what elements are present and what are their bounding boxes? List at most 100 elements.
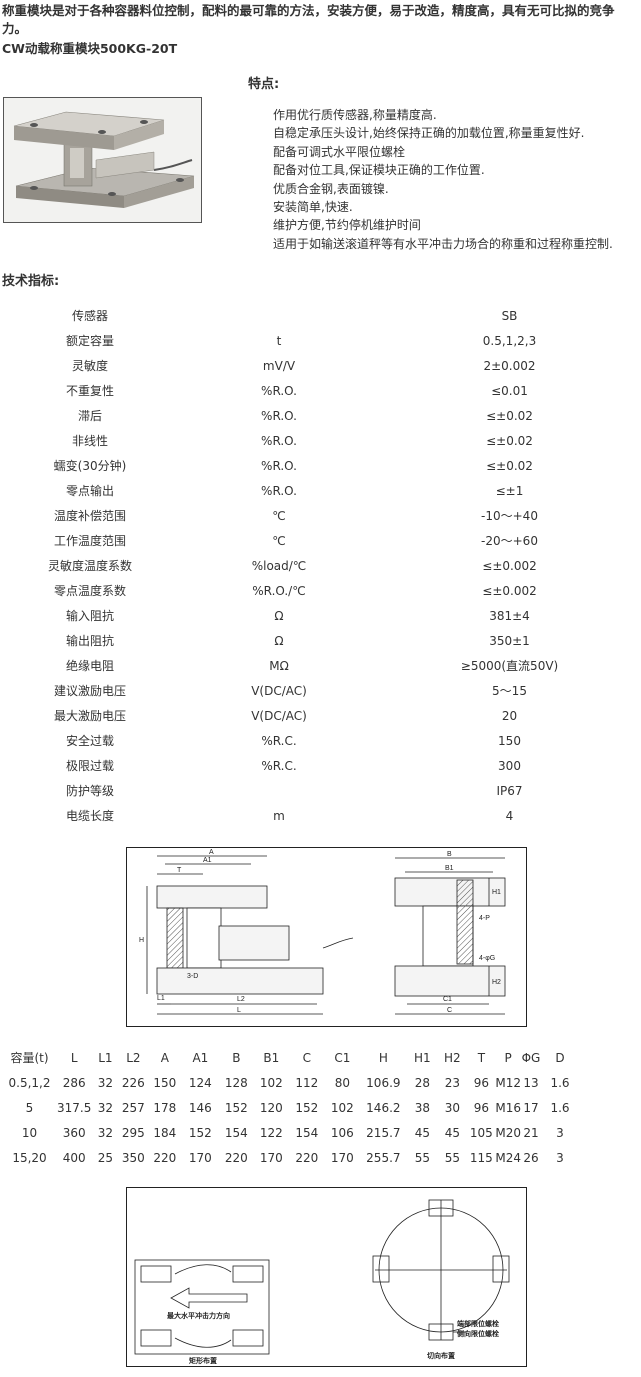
- spec-name: 极限过载: [65, 759, 114, 773]
- feature-item: 配备对位工具,保证模块正确的工作位置.: [273, 163, 485, 178]
- table-cell: 400: [62, 1150, 86, 1165]
- table-cell: 25: [97, 1150, 113, 1165]
- table-cell: 170: [330, 1150, 354, 1165]
- spec-name: 最大激励电压: [53, 709, 126, 723]
- product-photo: [3, 97, 202, 223]
- table-cell: M20: [495, 1125, 521, 1140]
- layout-caption: 切向布置: [427, 1351, 455, 1360]
- table-cell: 96: [473, 1075, 489, 1090]
- table-cell: 120: [259, 1100, 283, 1115]
- table-cell: 96: [473, 1100, 489, 1115]
- feature-item: 配备可调式水平限位螺栓: [273, 144, 406, 159]
- column-header: T: [477, 1050, 486, 1065]
- feature-item: 维护方便,节约停机维护时间: [273, 218, 421, 233]
- spec-value: -10～+40: [481, 509, 538, 523]
- dim-label: A: [209, 849, 214, 856]
- table-cell: 30: [444, 1100, 460, 1115]
- table-cell: 55: [414, 1150, 430, 1165]
- table-cell: 26: [523, 1150, 539, 1165]
- table-row: 工作温度范围℃-20～+60: [10, 528, 631, 553]
- column-header: A1: [192, 1050, 209, 1065]
- table-cell: 32: [97, 1125, 113, 1140]
- column-header: P: [504, 1050, 512, 1065]
- spec-unit: %R.O.: [261, 458, 297, 473]
- table-cell: 154: [295, 1125, 319, 1140]
- table-cell: M16: [495, 1100, 521, 1115]
- table-cell: 128: [224, 1075, 248, 1090]
- spec-value: 2±0.002: [483, 358, 536, 373]
- dim-label: C1: [443, 996, 452, 1003]
- table-row: 滞后%R.O.≤±0.02: [10, 403, 631, 428]
- spec-value: 381±4: [489, 608, 530, 623]
- spec-value: 4: [505, 808, 514, 823]
- spec-value: SB: [501, 308, 518, 323]
- table-row: 极限过载%R.C.300: [10, 753, 631, 778]
- column-header: H: [378, 1050, 388, 1065]
- table-header-row: 容量(t) L L1 L2 A A1 B B1 C C1 H H1 H2 T P…: [2, 1045, 579, 1070]
- dim-label: L: [237, 1007, 241, 1014]
- table-cell: M12: [495, 1075, 521, 1090]
- spec-name: 建议激励电压: [53, 684, 126, 698]
- table-cell: 28: [414, 1075, 430, 1090]
- table-cell: 317.5: [57, 1100, 92, 1115]
- table-cell: 152: [224, 1100, 248, 1115]
- dim-label: 4-φG: [479, 955, 495, 962]
- dimension-drawing: A A1 T H 3-D L1 L2 L B B1 H1 4-P 4-φG H2…: [126, 847, 527, 1027]
- spec-value: ≥5000(直流50V): [460, 659, 559, 673]
- table-cell: 360: [62, 1125, 86, 1140]
- spec-value: ≤±1: [495, 483, 524, 498]
- spec-value: ≤±0.02: [486, 433, 533, 448]
- spec-name: 输出阻抗: [65, 634, 114, 648]
- table-cell: 295: [121, 1125, 145, 1140]
- table-cell: 154: [224, 1125, 248, 1140]
- dim-label: B1: [445, 865, 454, 872]
- spec-unit: %R.O.: [261, 383, 297, 398]
- table-cell: 178: [153, 1100, 177, 1115]
- spec-name: 绝缘电阻: [65, 659, 114, 673]
- table-cell: 106.9: [366, 1075, 401, 1090]
- table-cell: 102: [330, 1100, 354, 1115]
- spec-value: 300: [498, 758, 521, 773]
- table-row: 安全过载%R.C.150: [10, 728, 631, 753]
- table-cell: 170: [188, 1150, 212, 1165]
- spec-unit: %R.O.: [261, 433, 297, 448]
- features-heading: 特点:: [248, 77, 280, 92]
- table-cell: 45: [414, 1125, 430, 1140]
- spec-name: 传感器: [71, 309, 108, 323]
- spec-unit: t: [276, 333, 282, 348]
- table-cell: 150: [153, 1075, 177, 1090]
- spec-value: ≤±0.002: [482, 583, 537, 598]
- spec-unit: Ω: [274, 608, 284, 623]
- table-cell: 152: [295, 1100, 319, 1115]
- feature-item: 适用于如输送滚道秤等有水平冲击力场合的称重和过程称重控制.: [273, 236, 613, 251]
- table-cell: 220: [224, 1150, 248, 1165]
- features-list: 作用优行质传感器,称量精度高. 自稳定承压头设计,始终保持正确的加载位置,称量重…: [273, 106, 613, 253]
- table-cell: 21: [523, 1125, 539, 1140]
- spec-value: ≤±0.02: [486, 408, 533, 423]
- table-cell: 122: [259, 1125, 283, 1140]
- table-cell: 184: [153, 1125, 177, 1140]
- table-row: 灵敏度温度系数%load/℃≤±0.002: [10, 553, 631, 578]
- table-cell: 10: [21, 1125, 38, 1140]
- table-row: 不重复性%R.O.≤0.01: [10, 378, 631, 403]
- spec-value: ≤±0.002: [482, 558, 537, 573]
- table-row: 蠕变(30分钟)%R.O.≤±0.02: [10, 453, 631, 478]
- column-header: A: [160, 1050, 169, 1065]
- feature-item: 作用优行质传感器,称量精度高.: [273, 108, 437, 122]
- spec-name: 非线性: [71, 434, 108, 448]
- table-cell: 112: [295, 1075, 319, 1090]
- spec-name: 零点输出: [65, 484, 114, 498]
- feature-item: 优质合金钢,表面镀镍.: [273, 181, 389, 196]
- table-cell: 45: [444, 1125, 460, 1140]
- spec-name: 不重复性: [65, 384, 114, 398]
- spec-name: 电缆长度: [65, 809, 114, 823]
- table-cell: 350: [121, 1150, 145, 1165]
- spec-name: 安全过载: [65, 734, 114, 748]
- bolt-label: 端部限位螺栓: [457, 1319, 499, 1328]
- table-cell: 13: [523, 1075, 539, 1090]
- spec-name: 零点温度系数: [53, 584, 126, 598]
- table-cell: 5: [25, 1100, 34, 1115]
